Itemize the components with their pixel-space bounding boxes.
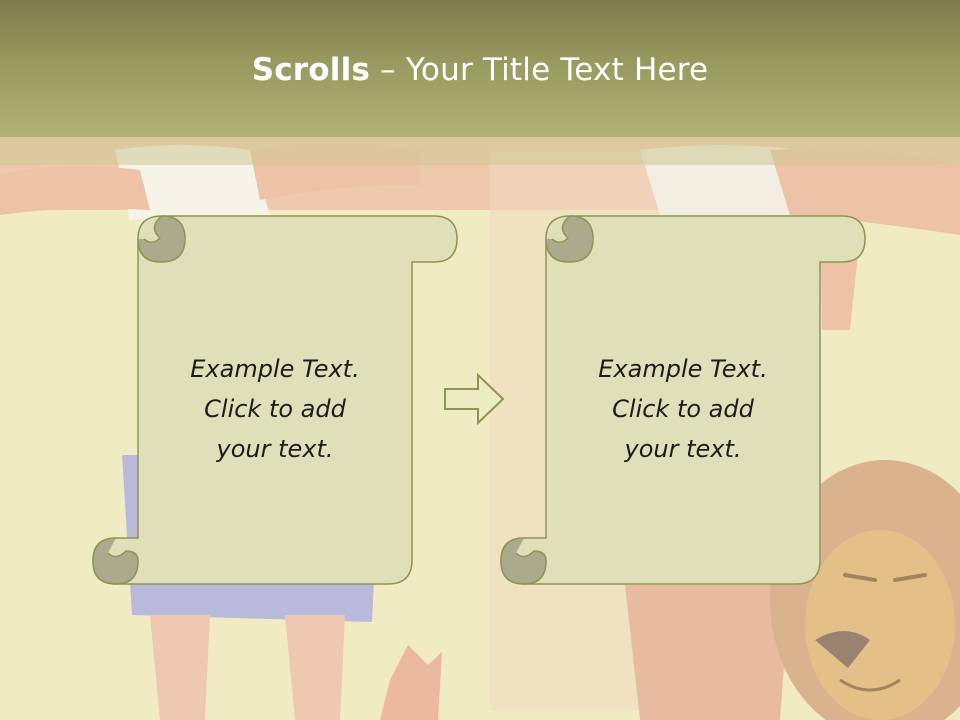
scroll-line: your text. xyxy=(624,435,742,463)
scroll-shape-left[interactable]: Example Text. Click to add your text. xyxy=(92,215,460,587)
scroll-text-left: Example Text. Click to add your text. xyxy=(140,349,410,469)
scroll-line: your text. xyxy=(216,435,334,463)
title-bar xyxy=(0,0,960,137)
slide-title[interactable]: Scrolls – Your Title Text Here xyxy=(0,52,960,88)
scroll-graphic xyxy=(92,215,458,585)
title-band xyxy=(0,137,960,165)
title-bold: Scrolls xyxy=(251,52,371,88)
scroll-line: Example Text. xyxy=(190,355,360,383)
scroll-line: Example Text. xyxy=(598,355,768,383)
scroll-line: Click to add xyxy=(612,395,754,423)
title-separator: – xyxy=(370,52,406,88)
scroll-text-right: Example Text. Click to add your text. xyxy=(548,349,818,469)
scroll-graphic xyxy=(500,215,866,585)
right-arrow-icon xyxy=(444,373,505,425)
scroll-shape-right[interactable]: Example Text. Click to add your text. xyxy=(500,215,868,587)
scroll-line: Click to add xyxy=(204,395,346,423)
title-text: Your Title Text Here xyxy=(405,52,709,88)
